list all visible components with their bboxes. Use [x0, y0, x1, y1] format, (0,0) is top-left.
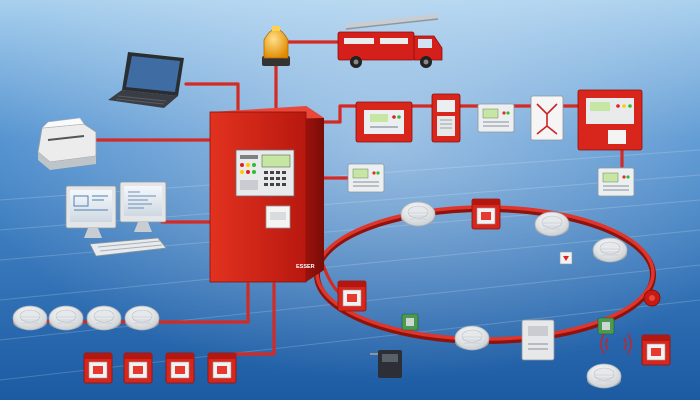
- wire-laptop: [184, 82, 240, 114]
- printer-icon: [37, 117, 97, 170]
- detector-line-3: [86, 305, 122, 331]
- warning-beacon-icon: [262, 26, 290, 66]
- laptop-icon: [108, 52, 184, 108]
- sounder-icon: [643, 289, 661, 307]
- computer-workstation-icon: [65, 181, 167, 257]
- call-point-line-1: [83, 352, 113, 384]
- wireless-signal-icon: [600, 333, 632, 355]
- loop-module-icon: [559, 251, 573, 265]
- fire-truck-icon: [337, 14, 443, 68]
- loop-smoke-detector-3: [592, 237, 628, 263]
- call-point-line-4: [207, 352, 237, 384]
- call-point-line-2: [123, 352, 153, 384]
- loop-control-box: [370, 350, 402, 378]
- fire-alarm-control-panel-icon: ESSER: [209, 106, 324, 283]
- loop-input-output-module: [521, 319, 555, 361]
- detector-line-2: [48, 305, 84, 331]
- smoke-detector-icon: [400, 201, 436, 227]
- panel-brand-label: ESSER: [296, 264, 315, 270]
- sub-panel-side: [347, 163, 385, 193]
- manual-call-point-icon: [471, 198, 501, 230]
- detector-line-1: [12, 305, 48, 331]
- loop-call-point-2: [337, 280, 367, 312]
- repeater-panel-icon: [477, 103, 515, 133]
- loop-smoke-detector-4: [454, 325, 490, 351]
- loop-call-point-3: [641, 334, 671, 366]
- wire-call-point-line: [234, 282, 276, 356]
- loop-heat-detector: [586, 363, 622, 389]
- loop-smoke-detector-2: [534, 211, 570, 237]
- loop-isolator-module-2: [597, 317, 615, 335]
- floor-plan-display-icon: [530, 95, 564, 141]
- loop-isolator-module-1: [401, 313, 419, 331]
- repeater-panel-1: [355, 101, 413, 143]
- call-point-line-3: [165, 352, 195, 384]
- main-repeater-panel: [577, 89, 643, 151]
- repeater-panel-2: [431, 93, 461, 143]
- detector-line-4: [124, 305, 160, 331]
- sub-panel-right: [597, 167, 635, 197]
